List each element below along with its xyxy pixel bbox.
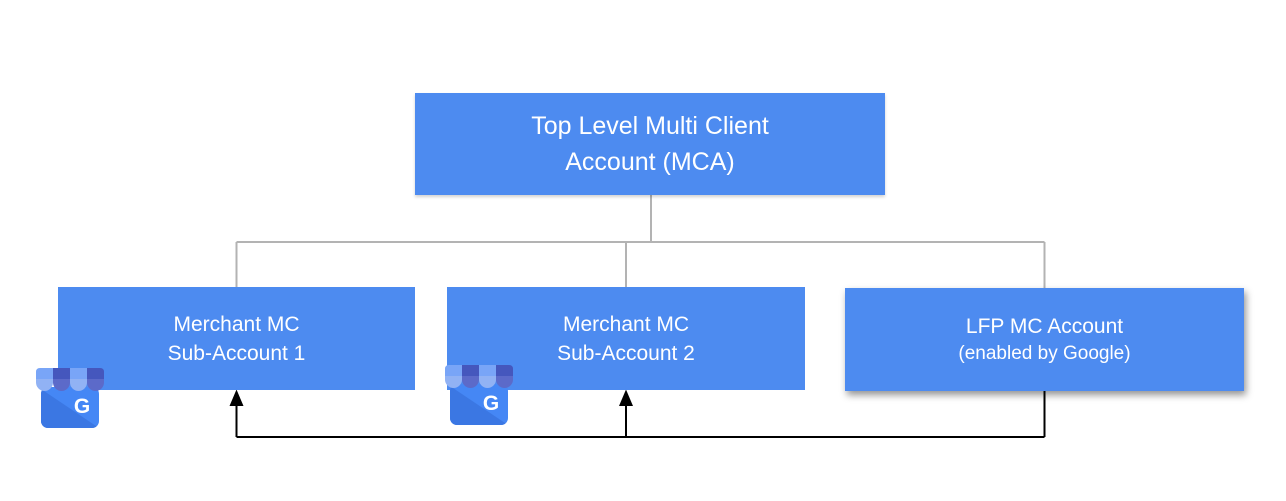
storefront-awning — [36, 368, 104, 391]
node-merchant-sub-account-1: Merchant MC Sub-Account 1 — [58, 287, 415, 390]
node-label-line: Top Level Multi Client — [531, 112, 769, 140]
storefront-body-shade — [450, 386, 508, 425]
google-g-letter: G — [74, 395, 90, 418]
node-label-line: Sub-Account 2 — [557, 341, 695, 365]
google-g-letter: G — [483, 392, 499, 415]
arrowhead-sub2 — [619, 389, 633, 406]
node-label-line: Merchant MC — [173, 312, 300, 336]
google-business-profile-icon: G — [445, 365, 513, 425]
storefront-body-shade — [41, 389, 99, 428]
node-label-line: Merchant MC — [562, 312, 690, 336]
node-label-line: LFP MC Account — [965, 315, 1124, 338]
node-label-line: (enabled by Google) — [958, 343, 1131, 364]
lfp-feed-arrows — [235, 391, 1046, 438]
hierarchy-connector-lines — [235, 195, 1046, 288]
node-label-line: Sub-Account 1 — [167, 341, 306, 365]
node-lfp-mc-account: LFP MC Account (enabled by Google) — [845, 288, 1244, 391]
storefront-awning — [445, 365, 513, 388]
arrowhead-sub1 — [229, 389, 244, 406]
node-label-line: Account (MCA) — [565, 148, 735, 176]
google-business-profile-icon: G — [36, 368, 104, 428]
node-top-level-mca-account: Top Level Multi Client Account (MCA) — [415, 93, 885, 195]
